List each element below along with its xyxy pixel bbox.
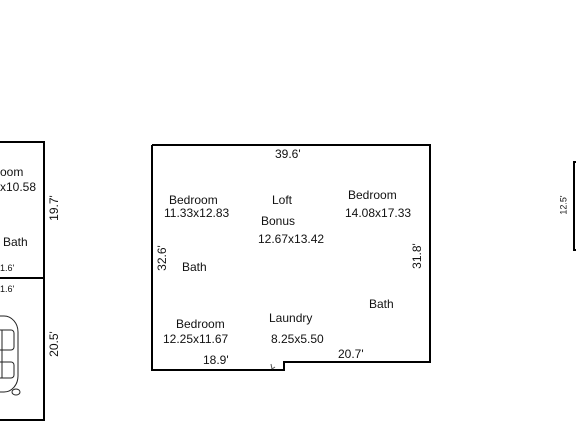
room-laundry-name: Laundry: [269, 311, 313, 325]
left-room-size: x10.58: [0, 180, 37, 194]
left-bath-label: Bath: [3, 235, 28, 249]
room-laundry-size: 8.25x5.50: [271, 332, 324, 346]
room-bonus-name: Bonus: [261, 214, 296, 228]
left-small-dim-upper: 1.6': [0, 263, 15, 273]
dim-top: 39.6': [275, 147, 301, 161]
room-bedroom-2-name: Bedroom: [348, 188, 397, 202]
left-room-name: oom: [0, 165, 24, 179]
right-dim-partial: 12.5': [558, 195, 569, 215]
room-bath-2-name: Bath: [369, 297, 394, 311]
dim-bottom-right: 20.7': [338, 347, 364, 361]
room-loft-name: Loft: [272, 193, 293, 207]
left-dim-right-upper: 19.7': [46, 195, 61, 221]
room-bonus-size: 12.67x13.42: [258, 232, 325, 246]
room-bedroom-2-size: 14.08x17.33: [345, 206, 412, 220]
dim-right: 31.8': [409, 243, 424, 269]
left-unit-walls: [0, 141, 45, 421]
left-small-dim-lower: 1.6': [0, 284, 15, 294]
dim-left: 32.6': [154, 245, 169, 271]
dim-bottom-left: 18.9': [203, 353, 229, 367]
step-mark: [270, 363, 276, 370]
room-bath-1-name: Bath: [182, 260, 207, 274]
room-bedroom-1-size: 11.33x12.83: [164, 206, 230, 220]
right-unit-walls: [573, 161, 576, 251]
room-bedroom-3-size: 12.25x11.67: [163, 332, 229, 346]
room-bedroom-3-name: Bedroom: [176, 317, 225, 331]
room-bedroom-1-name: Bedroom: [169, 193, 218, 207]
main-unit-walls: [151, 144, 431, 371]
left-dim-right-lower: 20.5': [46, 331, 61, 357]
car-icon: [0, 315, 21, 396]
